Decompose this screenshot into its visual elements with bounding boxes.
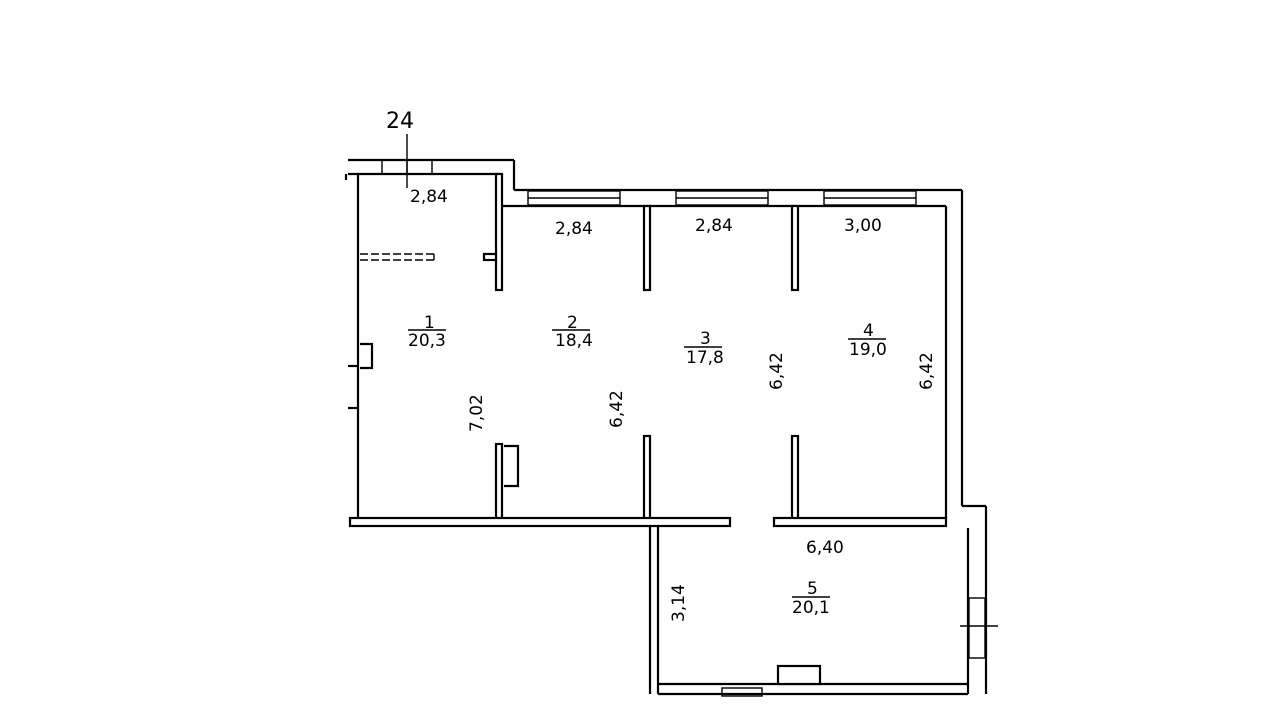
room-2-number: 2 xyxy=(567,313,578,333)
dim-room5-side: 3,14 xyxy=(669,584,689,622)
room-3-area: 17,8 xyxy=(686,348,724,368)
room-5-area: 20,1 xyxy=(792,598,830,618)
labels: 24 2,84 2,84 2,84 3,00 6,40 7,02 6,42 6,… xyxy=(386,109,937,622)
outer-walls xyxy=(344,158,988,694)
room-4-number: 4 xyxy=(863,321,874,341)
building-number: 24 xyxy=(386,109,414,134)
room-2-area: 18,4 xyxy=(555,331,593,351)
dim-room2-side: 6,42 xyxy=(607,390,627,428)
dim-room3-side: 6,42 xyxy=(767,352,787,390)
dim-room4-top: 3,00 xyxy=(844,216,882,236)
room-4-area: 19,0 xyxy=(849,340,887,360)
room-3-number: 3 xyxy=(700,329,711,349)
dim-room2-top: 2,84 xyxy=(555,219,593,239)
dim-room3-top: 2,84 xyxy=(695,216,733,236)
partitions xyxy=(348,172,968,697)
dim-room4-side: 6,42 xyxy=(917,352,937,390)
fixtures xyxy=(348,134,520,488)
dim-room1-top: 2,84 xyxy=(410,187,448,207)
dim-room5-top: 6,40 xyxy=(806,538,844,558)
room-5-number: 5 xyxy=(807,579,818,599)
windows xyxy=(381,159,998,659)
dim-room1-side: 7,02 xyxy=(467,394,487,432)
room-1-area: 20,3 xyxy=(408,331,446,351)
room-1-number: 1 xyxy=(424,313,435,333)
